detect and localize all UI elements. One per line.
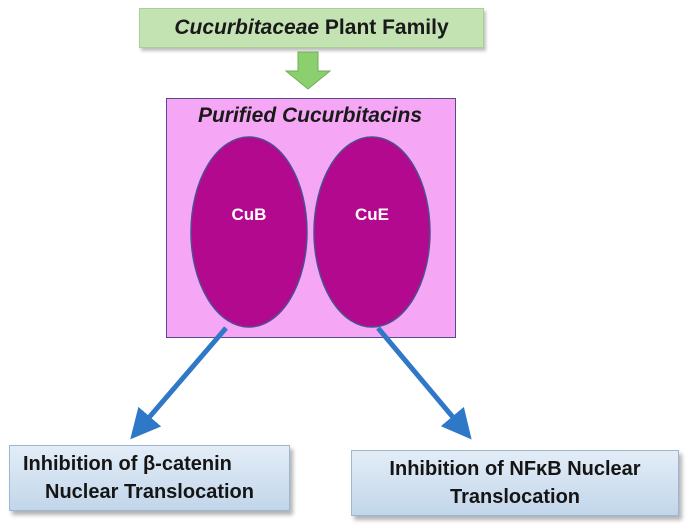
outcome-left-line1: Inhibition of β-catenin: [23, 453, 232, 475]
outcome-left-line2: Nuclear Translocation: [45, 481, 254, 503]
oval-cub: [190, 136, 308, 328]
compound-label-cue: CuE: [355, 205, 389, 224]
source-box: Cucurbitaceae Plant Family: [139, 8, 484, 48]
source-title-rest: Plant Family: [319, 16, 449, 39]
down-arrow: [284, 51, 332, 90]
outcome-box-nfkb: Inhibition of NFκB Nuclear Translocation: [351, 450, 679, 516]
source-title-italic: Cucurbitaceae: [174, 16, 320, 39]
oval-cue: [313, 136, 431, 328]
arrow-to-beta-catenin: [130, 326, 228, 440]
outcome-right-line2: Translocation: [449, 486, 581, 508]
arrow-to-nfkb: [376, 326, 472, 440]
outcome-box-beta-catenin: Inhibition of β-catenin Nuclear Transloc…: [9, 445, 290, 511]
purified-title: Purified Cucurbitacins: [197, 104, 423, 127]
compound-label-cub: CuB: [231, 205, 267, 224]
outcome-right-line1: Inhibition of NFκB Nuclear: [389, 458, 641, 480]
